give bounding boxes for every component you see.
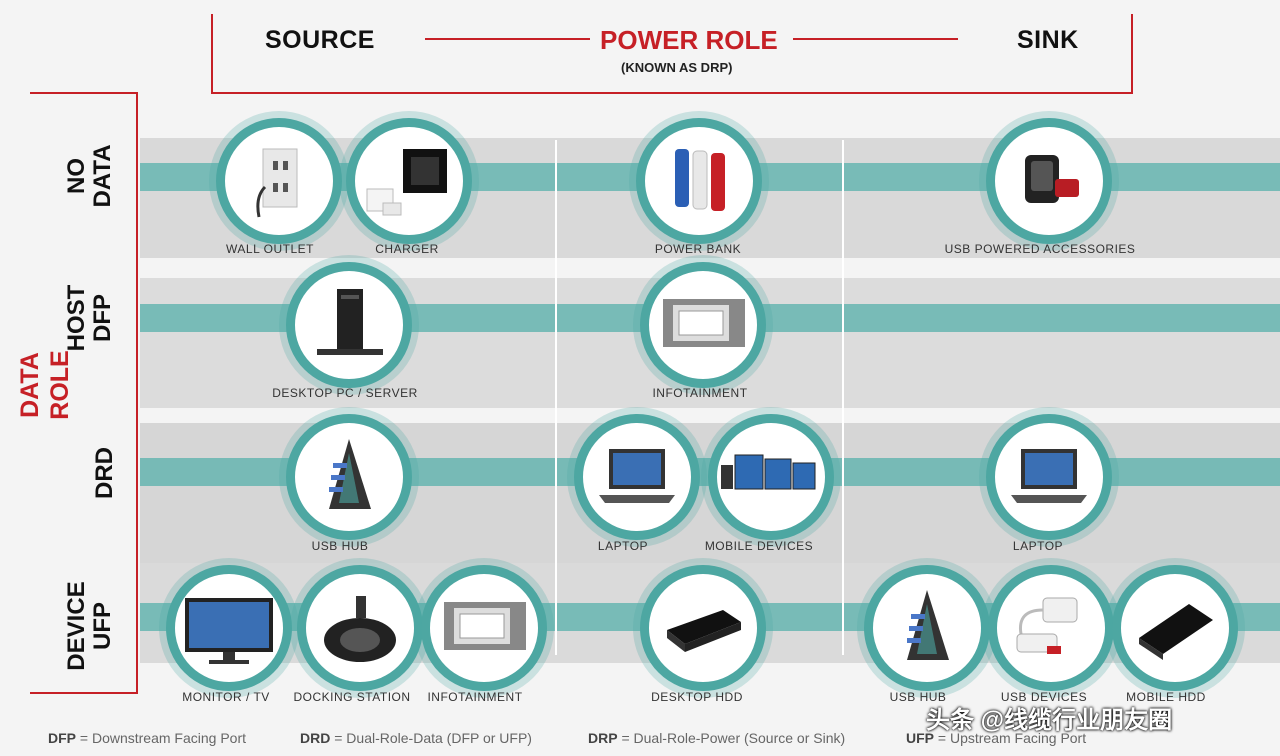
power-role-frame (211, 14, 1133, 94)
charger-label: CHARGER (375, 242, 439, 256)
charger-image (346, 118, 472, 244)
mobile-devices-label: MOBILE DEVICES (704, 539, 814, 553)
column-divider-2 (842, 140, 844, 655)
usb-hub-drd-label: USB HUB (311, 539, 369, 553)
sink-heading: SINK (1017, 26, 1079, 54)
power-bank-label: POWER BANK (654, 242, 742, 256)
header-rule-left (425, 38, 590, 40)
desktop-hdd-label: DESKTOP HDD (651, 690, 743, 704)
laptop-sink-label: LAPTOP (1012, 539, 1064, 553)
desktop-pc-image (286, 262, 412, 388)
source-heading: SOURCE (265, 26, 375, 54)
infotainment-host-label: INFOTAINMENT (652, 386, 748, 400)
watermark: 头条 @线缆行业朋友圈 (926, 707, 1173, 734)
header-rule-right (793, 38, 958, 40)
wall-outlet-label: WALL OUTLET (226, 242, 314, 256)
usb-devices-image (988, 565, 1114, 691)
column-divider-1 (555, 140, 557, 655)
monitor-tv-image (166, 565, 292, 691)
row-label-drd: DRD (91, 447, 118, 499)
row-label-device-ufp: DEVICE UFP (63, 581, 116, 671)
docking-station-label: DOCKING STATION (293, 690, 411, 704)
laptop-sink-image (986, 414, 1112, 540)
power-bank-image (636, 118, 762, 244)
usb-hub-drd-image (286, 414, 412, 540)
usb-devices-label: USB DEVICES (1000, 690, 1088, 704)
desktop-hdd-image (640, 565, 766, 691)
data-role-frame (30, 92, 138, 694)
usb-accessories-image (986, 118, 1112, 244)
data-role-heading: DATA ROLE (16, 350, 74, 420)
infotainment-ufp-image (421, 565, 547, 691)
row-label-host-dfp: HOST DFP (63, 284, 116, 352)
laptop-drp-image (574, 414, 700, 540)
docking-station-image (297, 565, 423, 691)
usb-accessories-label: USB POWERED ACCESSORIES (944, 242, 1136, 256)
laptop-drp-label: LAPTOP (597, 539, 649, 553)
desktop-pc-label: DESKTOP PC / SERVER (272, 386, 418, 400)
mobile-hdd-image (1112, 565, 1238, 691)
infotainment-host-image (640, 262, 766, 388)
row-label-no-data: NO DATA (63, 144, 116, 208)
infotainment-ufp-label: INFOTAINMENT (427, 690, 523, 704)
legend-drd: DRD = Dual-Role-Data (DFP or UFP) (300, 730, 532, 746)
power-role-heading: POWER ROLE (600, 25, 778, 55)
mobile-hdd-label: MOBILE HDD (1126, 690, 1206, 704)
monitor-tv-label: MONITOR / TV (182, 690, 270, 704)
wall-outlet-image (216, 118, 342, 244)
legend-drp: DRP = Dual-Role-Power (Source or Sink) (588, 730, 846, 746)
usb-hub-ufp-image (864, 565, 990, 691)
usb-hub-ufp-label: USB HUB (889, 690, 947, 704)
mobile-devices-image (708, 414, 834, 540)
known-as-drp: (KNOWN AS DRP) (621, 60, 733, 75)
legend-dfp: DFP = Downstream Facing Port (48, 730, 247, 746)
legend-ufp: UFP = Upstream Facing Port (906, 730, 1087, 746)
